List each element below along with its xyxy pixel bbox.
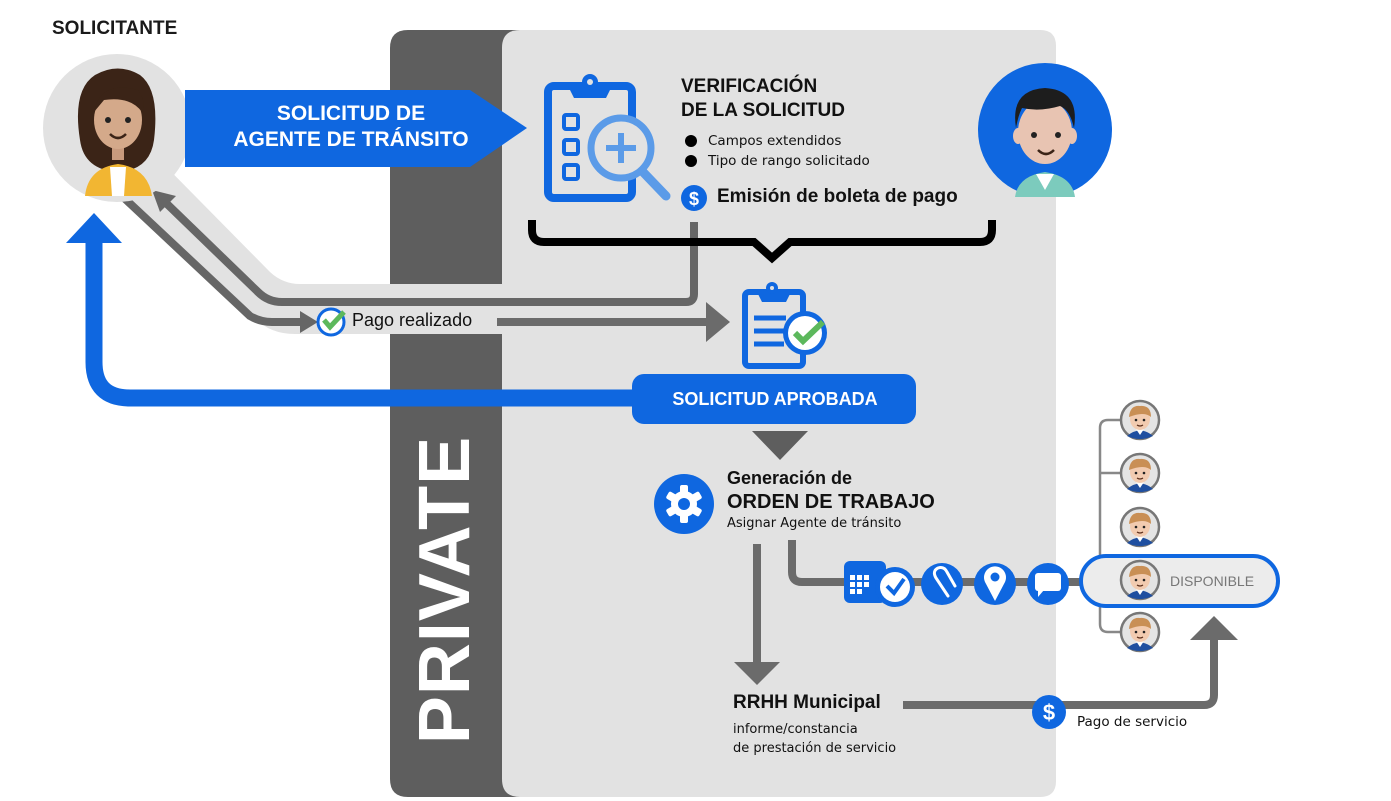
payment-done-label: Pago realizado [352, 310, 473, 330]
location-pin-icon [974, 563, 1016, 605]
verification-item: Tipo de rango solicitado [708, 153, 870, 169]
work-order-subtitle: Asignar Agente de tránsito [727, 516, 902, 531]
request-banner-line1: SOLICITUD DE [276, 102, 426, 125]
hr-subtitle-line2: de prestación de servicio [733, 741, 897, 756]
verification-title-line2: DE LA SOLICITUD [681, 100, 845, 121]
bullet-icon [685, 155, 697, 167]
clipboard-search-icon [544, 74, 671, 202]
request-banner-line2: AGENTE DE TRÁNSITO [233, 128, 469, 151]
paperclip-icon [921, 563, 963, 605]
payment-arrow-in-head [300, 311, 318, 333]
request-banner-shape [185, 90, 527, 167]
chat-bubble-icon [1027, 563, 1069, 605]
available-agent-avatar[interactable] [1119, 559, 1161, 601]
verification-title-line1: VERIFICACIÓN [681, 76, 818, 97]
approved-label: SOLICITUD APROBADA [672, 389, 878, 409]
service-payment-label: Pago de servicio [1077, 714, 1188, 730]
service-payment-arrow-head [1190, 616, 1238, 640]
applicant-label: SOLICITANTE [52, 18, 178, 39]
woman-avatar-icon [77, 68, 156, 196]
approval-return-arrow-head [66, 213, 122, 243]
svg-text:$: $ [1043, 700, 1055, 725]
agent-avatar[interactable] [1119, 452, 1161, 494]
bullet-icon [685, 135, 697, 147]
hr-title: RRHH Municipal [733, 692, 881, 713]
clipboard-check-icon [742, 282, 827, 369]
check-circle-icon [316, 307, 346, 337]
service-payment-line [903, 640, 1218, 709]
payment-arrow-in [119, 193, 300, 326]
calendar-clock-icon [844, 561, 915, 607]
down-arrow-icon [752, 431, 808, 460]
approval-return-arrow [85, 236, 640, 407]
service-dollar-icon: $ [1032, 695, 1066, 729]
svg-text:$: $ [689, 189, 699, 209]
to-approved-arrow-head [706, 302, 730, 342]
available-agent-label: DISPONIBLE [1170, 573, 1255, 589]
verification-title: VERIFICACIÓN DE LA SOLICITUD [681, 75, 845, 123]
agent-avatar[interactable] [1119, 506, 1161, 548]
work-order-title: ORDEN DE TRABAJO [727, 491, 935, 513]
to-hr-arrow-head [734, 662, 780, 685]
private-zone-label: PRIVATE [405, 435, 485, 745]
request-banner-label: SOLICITUD DE AGENTE DE TRÁNSITO [196, 101, 506, 153]
tools-connector [788, 540, 1082, 586]
payment-slip-label: Emisión de boleta de pago [717, 186, 958, 207]
agent-avatar[interactable] [1119, 611, 1161, 653]
verification-brace [528, 220, 996, 264]
work-order-line1: Generación de [727, 468, 853, 488]
verification-item: Campos extendidos [708, 133, 842, 149]
hr-subtitle-line1: informe/constancia [733, 722, 858, 737]
private-zone-bar [390, 30, 520, 797]
agent-avatar[interactable] [1119, 399, 1161, 441]
approved-pill [632, 374, 916, 424]
dollar-icon: $ [681, 185, 707, 211]
gear-icon [654, 474, 714, 534]
man-avatar-icon [1013, 88, 1077, 197]
payment-arrow-back-head [152, 190, 176, 212]
payment-arrow-back [162, 199, 698, 306]
